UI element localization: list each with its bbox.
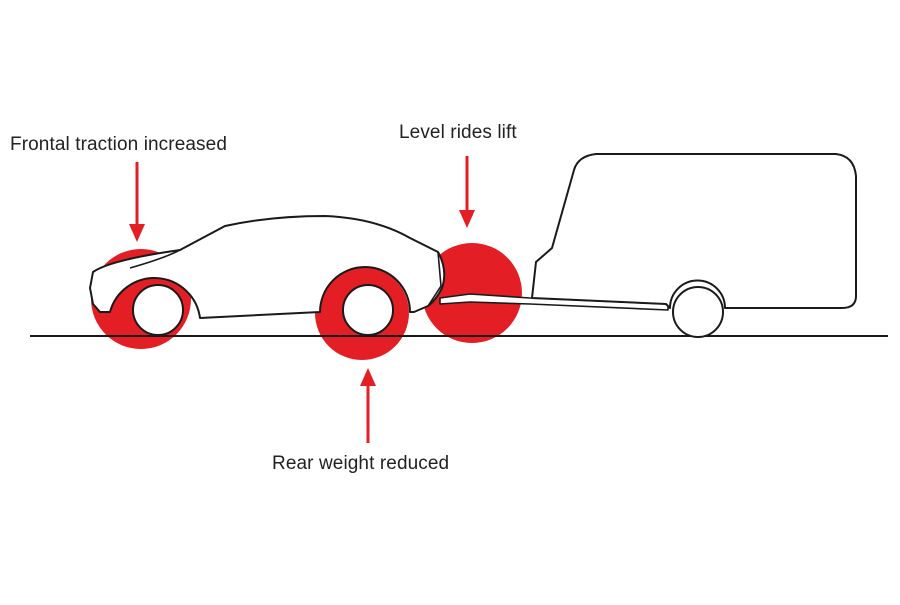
rear-wheel — [342, 284, 394, 336]
caravan-wheel — [672, 286, 724, 338]
level-rides-lift-label: Level rides lift — [399, 122, 517, 143]
rear-weight-label: Rear weight reduced — [272, 453, 450, 474]
car-hood-line — [129, 249, 181, 269]
arrow-rear-up — [360, 368, 376, 443]
car-body — [89, 215, 446, 319]
frontal-traction-label: Frontal traction increased — [10, 134, 227, 155]
caravan-body — [531, 153, 857, 309]
tow-bar — [439, 293, 669, 311]
hitch-highlight — [422, 243, 522, 343]
arrow-lift-down — [459, 156, 475, 228]
arrows — [129, 156, 475, 443]
car-rear-bumper — [427, 251, 442, 307]
arrow-front-down — [129, 162, 145, 242]
front-wheel — [132, 284, 184, 336]
